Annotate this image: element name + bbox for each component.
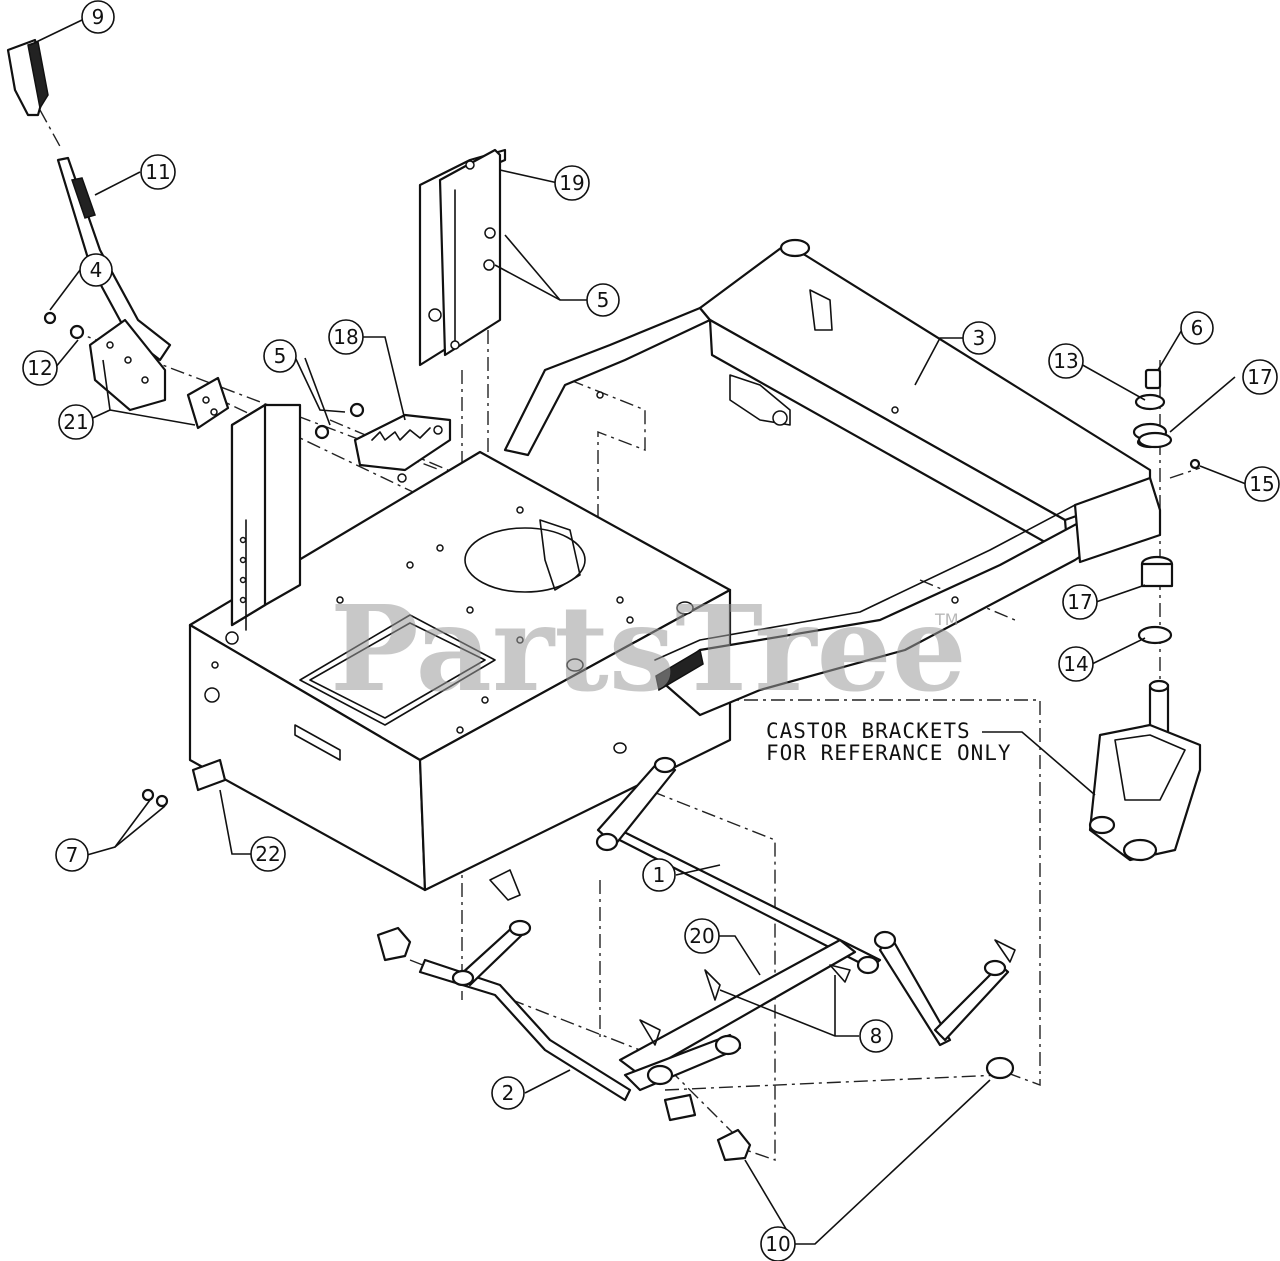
callout-17-bottom-label: 17 — [1067, 590, 1092, 614]
callout-21-label: 21 — [63, 410, 88, 434]
callout-12: 12 — [22, 350, 58, 386]
callout-5-right: 5 — [586, 283, 620, 317]
hairpin-clips — [376, 869, 1016, 1162]
callouts: 9 11 4 12 21 19 5 5 18 3 6 13 17 15 17 1… — [22, 0, 1280, 1261]
callout-7-label: 7 — [66, 843, 79, 867]
callout-14-label: 14 — [1063, 652, 1088, 676]
callout-10: 10 — [760, 1226, 796, 1261]
callout-14: 14 — [1058, 646, 1094, 682]
callout-18-label: 18 — [333, 325, 358, 349]
lever-handle-9 — [6, 38, 49, 117]
callout-12-label: 12 — [27, 356, 52, 380]
callout-5-left-label: 5 — [274, 344, 287, 368]
lift-rod-2 — [418, 919, 697, 1122]
callout-6-label: 6 — [1191, 316, 1204, 340]
callout-4: 4 — [79, 253, 113, 287]
callout-21: 21 — [58, 404, 94, 440]
callout-8: 8 — [859, 1019, 893, 1053]
callout-17-top-label: 17 — [1247, 365, 1272, 389]
callout-1: 1 — [642, 858, 676, 892]
callout-3-label: 3 — [973, 326, 986, 350]
callout-22-label: 22 — [255, 842, 280, 866]
leader-lines — [29, 19, 1247, 1245]
callout-11: 11 — [140, 154, 176, 190]
callout-11-label: 11 — [145, 160, 170, 184]
callout-9-label: 9 — [92, 5, 105, 29]
castor-parts — [1132, 368, 1201, 645]
bracket-18 — [353, 413, 452, 483]
callout-1-label: 1 — [653, 863, 666, 887]
callout-19-label: 19 — [559, 171, 584, 195]
left-upright-bracket — [225, 403, 302, 645]
callout-15: 15 — [1244, 466, 1280, 502]
lever-bracket-19 — [418, 148, 507, 367]
callout-3: 3 — [962, 321, 996, 355]
callout-17-top: 17 — [1242, 359, 1278, 395]
watermark-text: PartsTree — [330, 579, 967, 718]
callout-8-label: 8 — [870, 1024, 883, 1048]
watermark-trademark: TM — [934, 610, 959, 629]
callout-5-right-label: 5 — [597, 288, 610, 312]
callout-13-label: 13 — [1053, 349, 1078, 373]
castor-note: CASTOR BRACKETS FOR REFERANCE ONLY — [766, 719, 1096, 796]
callout-9: 9 — [81, 0, 115, 34]
callout-10-label: 10 — [765, 1232, 790, 1256]
callout-19: 19 — [554, 165, 590, 201]
fasteners — [43, 311, 365, 808]
callout-5-left: 5 — [263, 339, 297, 373]
note-line-1: CASTOR BRACKETS — [766, 719, 971, 743]
callout-6: 6 — [1180, 311, 1214, 345]
callout-22: 22 — [250, 836, 286, 872]
control-lever-11 — [56, 156, 172, 362]
callout-4-label: 4 — [90, 258, 103, 282]
lift-link-20 — [618, 938, 857, 1092]
note-line-2: FOR REFERANCE ONLY — [766, 741, 1012, 765]
callout-2-label: 2 — [502, 1081, 515, 1105]
main-frame-deck — [188, 450, 732, 892]
callout-17-bottom: 17 — [1062, 584, 1098, 620]
callout-7: 7 — [55, 838, 89, 872]
callout-2: 2 — [491, 1076, 525, 1110]
callout-20: 20 — [684, 918, 720, 954]
callout-20-label: 20 — [689, 924, 714, 948]
watermark: PartsTree TM — [330, 579, 967, 718]
callout-18: 18 — [328, 319, 364, 355]
callout-15-label: 15 — [1249, 472, 1274, 496]
mount-plates-21 — [88, 318, 230, 430]
callout-13: 13 — [1048, 343, 1084, 379]
lift-rod-1 — [595, 756, 1010, 1047]
main-rail-frame — [503, 238, 1162, 717]
castor-bracket-reference — [1088, 679, 1202, 862]
